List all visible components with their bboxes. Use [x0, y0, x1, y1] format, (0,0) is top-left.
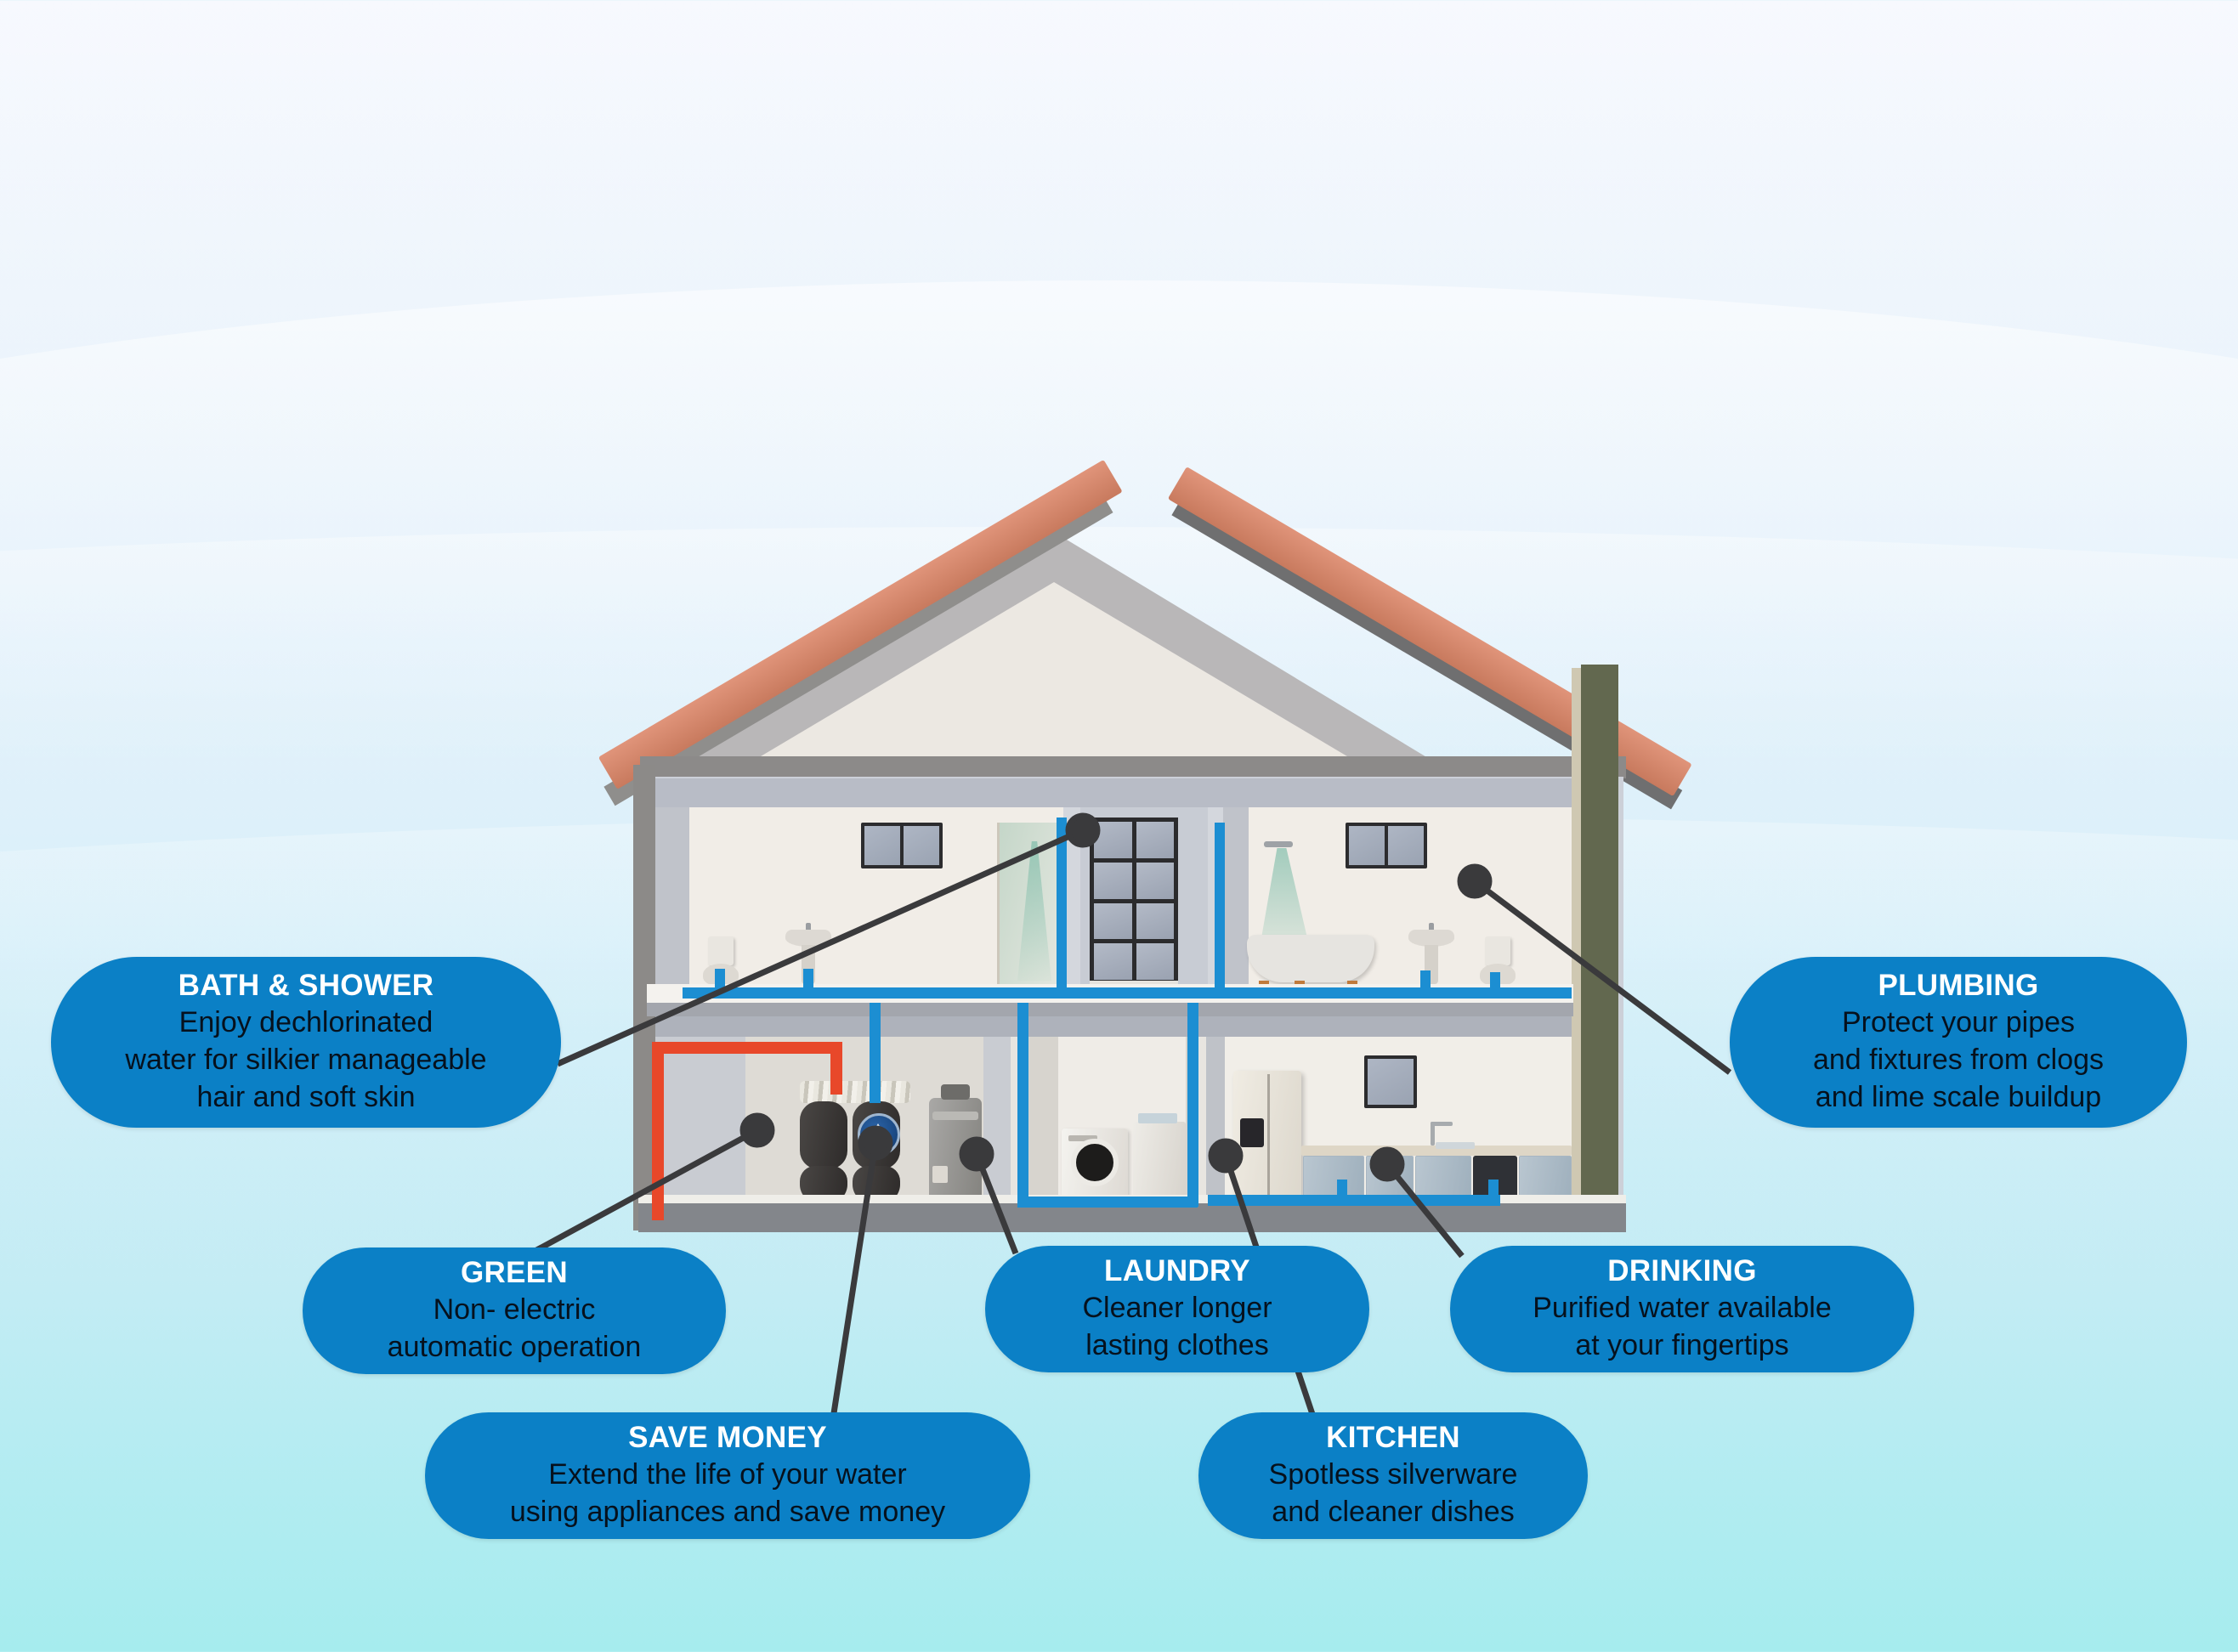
cold-pipe-riser-softener	[870, 1003, 881, 1103]
cold-pipe-riser-kitchen-vert	[1187, 1003, 1198, 1207]
callout-title: SAVE MONEY	[628, 1421, 827, 1454]
callout-kitchen[interactable]: KITCHEN Spotless silverware and cleaner …	[1198, 1412, 1588, 1539]
cold-pipe-riser-tub-ur	[1215, 823, 1225, 989]
dryer	[1133, 1122, 1186, 1203]
callout-title: BATH & SHOWER	[178, 969, 434, 1002]
callout-save-money[interactable]: SAVE MONEY Extend the life of your water…	[425, 1412, 1030, 1539]
brine-salt	[800, 1081, 910, 1103]
bathtub-upper-right	[1247, 935, 1374, 982]
kitchen-countertop	[1301, 1146, 1572, 1156]
cold-pipe-riser-dishwasher	[1337, 1180, 1347, 1198]
callout-body: Enjoy dechlorinated water for silkier ma…	[125, 1005, 487, 1113]
cold-pipe-kitchen-floor	[1208, 1195, 1500, 1206]
exterior-wall-right	[1581, 665, 1618, 1231]
callout-green[interactable]: GREEN Non- electric automatic operation	[303, 1247, 726, 1374]
cold-pipe-riser-sink-kitchen	[1488, 1180, 1499, 1198]
callout-body: Purified water available at your fingert…	[1533, 1291, 1832, 1361]
cold-pipe-riser-sink-ul	[803, 969, 813, 989]
left-bath-wall-shadow	[655, 807, 689, 984]
attic-beam	[640, 756, 1626, 778]
callout-body: Non- electric automatic operation	[387, 1293, 642, 1363]
callout-title: KITCHEN	[1326, 1421, 1460, 1454]
callout-body: Extend the life of your water using appl…	[509, 1457, 946, 1528]
kitchen-faucet	[1431, 1122, 1453, 1146]
hot-pipe-vertical-left	[652, 1042, 664, 1220]
window-kitchen	[1364, 1055, 1417, 1108]
callout-body: Spotless silverware and cleaner dishes	[1268, 1457, 1518, 1528]
callout-drinking[interactable]: DRINKING Purified water available at you…	[1450, 1246, 1914, 1372]
cold-pipe-laundry-branch	[1017, 1197, 1198, 1208]
mid-floor-shadow	[647, 1003, 1573, 1016]
callout-title: DRINKING	[1607, 1254, 1757, 1287]
callout-body: Cleaner longer lasting clothes	[1082, 1291, 1272, 1361]
window-upper-left	[861, 823, 943, 868]
water-softener-logo-icon	[858, 1113, 900, 1156]
french-door[interactable]	[1090, 818, 1178, 984]
right-bath-wall-shadow	[1223, 807, 1249, 984]
cold-pipe-riser-sink-ur	[1420, 970, 1431, 989]
kitchen-sink	[1436, 1142, 1475, 1149]
callout-laundry[interactable]: LAUNDRY Cleaner longer lasting clothes	[985, 1246, 1369, 1372]
upper-ceiling	[655, 778, 1572, 807]
cold-pipe-riser-toilet-ul	[715, 969, 725, 989]
lower-ceiling	[655, 1016, 1572, 1037]
callout-title: PLUMBING	[1878, 969, 2039, 1002]
cold-pipe-riser-toilet-ur	[1490, 972, 1500, 989]
hot-pipe-top-run	[652, 1042, 842, 1054]
kitchen-wall-shadow	[1206, 1037, 1225, 1203]
sink-upper-right	[1408, 923, 1454, 984]
cold-pipe-riser-shower-ul	[1057, 818, 1067, 989]
foundation	[638, 1203, 1626, 1232]
hot-pipe-drop-softener	[830, 1042, 842, 1095]
shower-head-upper-right	[1264, 841, 1293, 847]
callout-title: LAUNDRY	[1104, 1254, 1250, 1287]
refrigerator	[1233, 1071, 1301, 1203]
water-heater	[929, 1084, 982, 1203]
cold-pipe-riser-laundry-vert	[1017, 1003, 1028, 1207]
water-softener-tank-left-upper	[800, 1101, 847, 1169]
callout-plumbing[interactable]: PLUMBING Protect your pipes and fixtures…	[1730, 957, 2187, 1129]
washing-machine	[1062, 1129, 1128, 1203]
callout-title: GREEN	[461, 1256, 568, 1289]
window-upper-right	[1346, 823, 1427, 868]
gable-interior	[761, 582, 1347, 756]
dryer-top-tray	[1138, 1113, 1177, 1123]
callout-body: Protect your pipes and fixtures from clo…	[1812, 1005, 2105, 1113]
callout-bath-shower[interactable]: BATH & SHOWER Enjoy dechlorinated water …	[51, 957, 561, 1129]
water-heater-control	[932, 1166, 948, 1183]
cold-pipe-upper-main	[683, 987, 1572, 999]
house-cutaway	[598, 442, 1692, 1232]
